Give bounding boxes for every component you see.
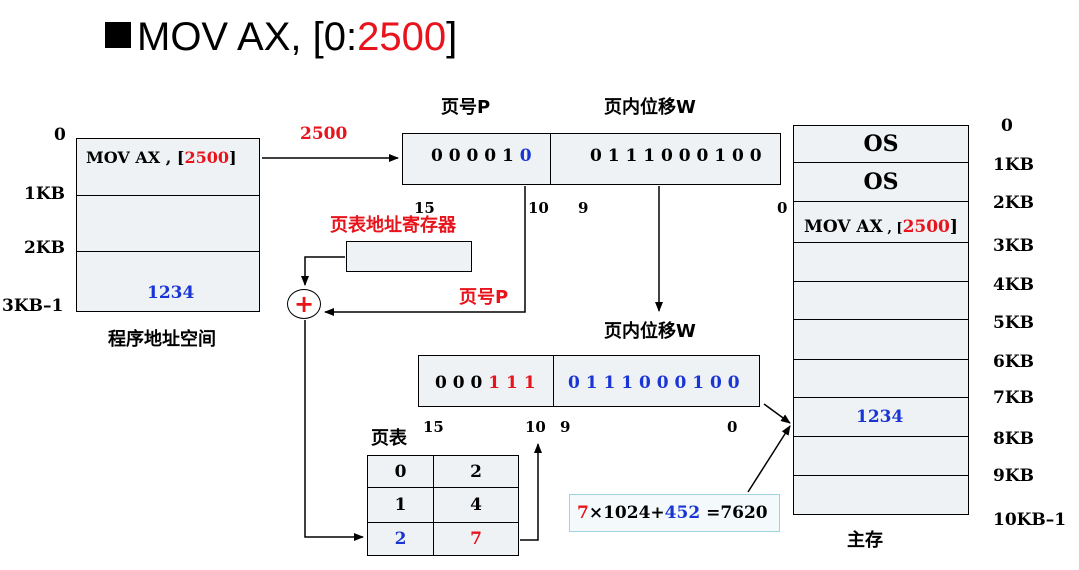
page-table xyxy=(367,455,519,556)
memory-divider-5 xyxy=(794,319,968,320)
memory-addr-6kb: 6KB xyxy=(993,352,1034,372)
physical-bit-0: 0 xyxy=(727,418,738,436)
memory-data-value: 1234 xyxy=(856,407,904,427)
page-table-row-1-page: 1 xyxy=(394,495,407,515)
arrow-formula-to-memory xyxy=(747,425,791,493)
program-addr-0: 0 xyxy=(54,125,66,145)
logical-address-register xyxy=(402,133,781,185)
physical-offset-bits: 0 1 1 1 0 0 0 1 0 0 xyxy=(568,373,740,393)
program-data-value: 1234 xyxy=(147,283,195,303)
physical-bit-10: 10 xyxy=(525,418,546,436)
arrow-physical-to-memory xyxy=(763,403,791,424)
arrow-adder-to-page-table xyxy=(304,320,364,541)
memory-addr-3kb: 3KB xyxy=(993,236,1034,256)
program-addr-2kb: 2KB xyxy=(24,238,65,258)
slide-title: MOV AX, [0:2500] xyxy=(105,14,457,60)
logical-bit-0: 0 xyxy=(777,199,788,217)
physical-address-register xyxy=(418,355,760,407)
physical-frame-bits: 0 0 0 1 1 1 xyxy=(435,373,536,393)
title-suffix: ] xyxy=(446,15,458,59)
program-addr-3kb-1: 3KB–1 xyxy=(2,296,64,316)
plus-icon: + xyxy=(293,290,315,318)
memory-addr-8kb: 8KB xyxy=(993,429,1034,449)
memory-divider-9 xyxy=(794,475,968,476)
arrow-frame-to-physical xyxy=(520,443,542,541)
page-table-row-0-frame: 2 xyxy=(470,461,482,482)
program-addr-1kb: 1KB xyxy=(24,184,65,204)
adder-circle: + xyxy=(287,289,321,319)
page-table-row-divider-1 xyxy=(368,487,518,488)
page-table-row-divider-2 xyxy=(368,522,518,523)
arrow-register-to-adder xyxy=(301,256,345,286)
logical-address-split xyxy=(550,133,551,185)
offset-arrow-label: 2500 xyxy=(300,124,348,144)
memory-addr-7kb: 7KB xyxy=(993,388,1034,408)
page-table-row-1-frame: 4 xyxy=(470,495,482,515)
page-table-row-0-page: 0 xyxy=(394,461,407,482)
title-value: 2500 xyxy=(357,15,447,59)
title-prefix: MOV AX, [0: xyxy=(137,15,358,59)
memory-os-1: OS xyxy=(863,131,899,157)
program-divider-1kb xyxy=(77,195,259,196)
page-table-register-label: 页表地址寄存器 xyxy=(330,215,456,236)
square-bullet-icon xyxy=(105,22,131,48)
memory-addr-5kb: 5KB xyxy=(993,313,1034,333)
memory-addr-1kb: 1KB xyxy=(993,155,1034,175)
memory-divider-4 xyxy=(794,281,968,282)
page-table-row-2-page: 2 xyxy=(394,529,407,549)
page-table-col-divider xyxy=(433,455,434,556)
memory-divider-1 xyxy=(794,162,968,163)
main-memory: OS OS MOV AX , [2500] 1234 xyxy=(793,125,969,515)
memory-divider-7 xyxy=(794,397,968,398)
program-address-space: MOV AX , [2500] 1234 xyxy=(76,138,260,312)
program-divider-2kb xyxy=(77,251,259,252)
memory-addr-0: 0 xyxy=(1001,116,1013,136)
memory-addr-2kb: 2KB xyxy=(993,193,1034,213)
memory-addr-9kb: 9KB xyxy=(993,466,1034,486)
page-table-row-2-frame: 7 xyxy=(470,529,482,549)
memory-divider-2 xyxy=(794,201,968,202)
physical-address-split xyxy=(553,355,554,407)
program-space-caption: 程序地址空间 xyxy=(108,329,216,350)
memory-addr-4kb: 4KB xyxy=(993,275,1034,295)
address-formula-box: 7×1024+452 =7620 xyxy=(569,494,780,532)
memory-addr-10kb-1: 10KB–1 xyxy=(993,510,1067,530)
physical-bit-15: 15 xyxy=(423,418,444,436)
memory-os-2: OS xyxy=(863,169,899,195)
memory-divider-6 xyxy=(794,359,968,360)
logical-bit-9: 9 xyxy=(578,199,589,217)
memory-instruction: MOV AX , [2500] xyxy=(804,217,958,237)
page-table-register xyxy=(346,241,472,272)
logical-page-bits: 0 0 0 0 1 0 xyxy=(431,146,532,166)
physical-bit-9: 9 xyxy=(560,418,571,436)
page-table-title: 页表 xyxy=(371,428,407,449)
logical-bit-10: 10 xyxy=(528,199,549,217)
logical-offset-bits: 0 1 1 1 0 0 0 1 0 0 xyxy=(590,146,762,166)
page-offset-header: 页内位移W xyxy=(604,97,696,118)
main-memory-caption: 主存 xyxy=(847,530,883,551)
physical-offset-header: 页内位移W xyxy=(604,321,696,342)
page-number-header: 页号P xyxy=(441,97,491,118)
program-instruction: MOV AX , [2500] xyxy=(86,148,237,167)
memory-divider-8 xyxy=(794,436,968,437)
address-formula: 7×1024+452 =7620 xyxy=(577,503,768,523)
page-number-p-label: 页号P xyxy=(459,287,509,308)
memory-divider-3 xyxy=(794,242,968,243)
